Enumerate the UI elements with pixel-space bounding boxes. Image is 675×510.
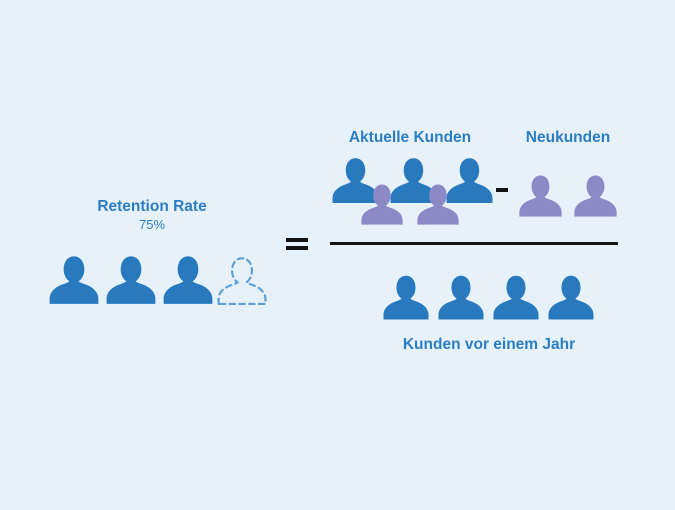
person-icon [48,251,100,308]
current-customers-label: Aktuelle Kunden [348,129,472,146]
customers-year-ago-label: Kunden vor einem Jahr [402,336,576,353]
person-icon [547,272,595,322]
person-icon [492,272,540,322]
person-icon [217,254,267,307]
person-icon [416,181,460,227]
person-icon [518,172,563,219]
new-customers-group [518,172,628,220]
customers-year-ago-group [382,272,595,322]
fraction-bar [330,242,618,245]
retained-customers-group [48,251,214,308]
person-icon [162,251,214,308]
person-icon [360,181,404,227]
equals-bar-bottom [286,246,308,250]
person-icon [382,272,430,322]
equals-sign [286,238,308,254]
equals-bar-top [286,238,308,242]
person-icon [437,272,485,322]
person-icon [105,251,157,308]
person-icon [573,172,618,219]
retention-rate-value: 75% [138,217,166,232]
current-customers-purple-group [360,181,470,228]
new-customers-label: Neukunden [525,129,611,146]
retention-rate-title: Retention Rate [97,198,207,215]
minus-sign [496,188,508,192]
lost-customer-group [217,254,267,312]
